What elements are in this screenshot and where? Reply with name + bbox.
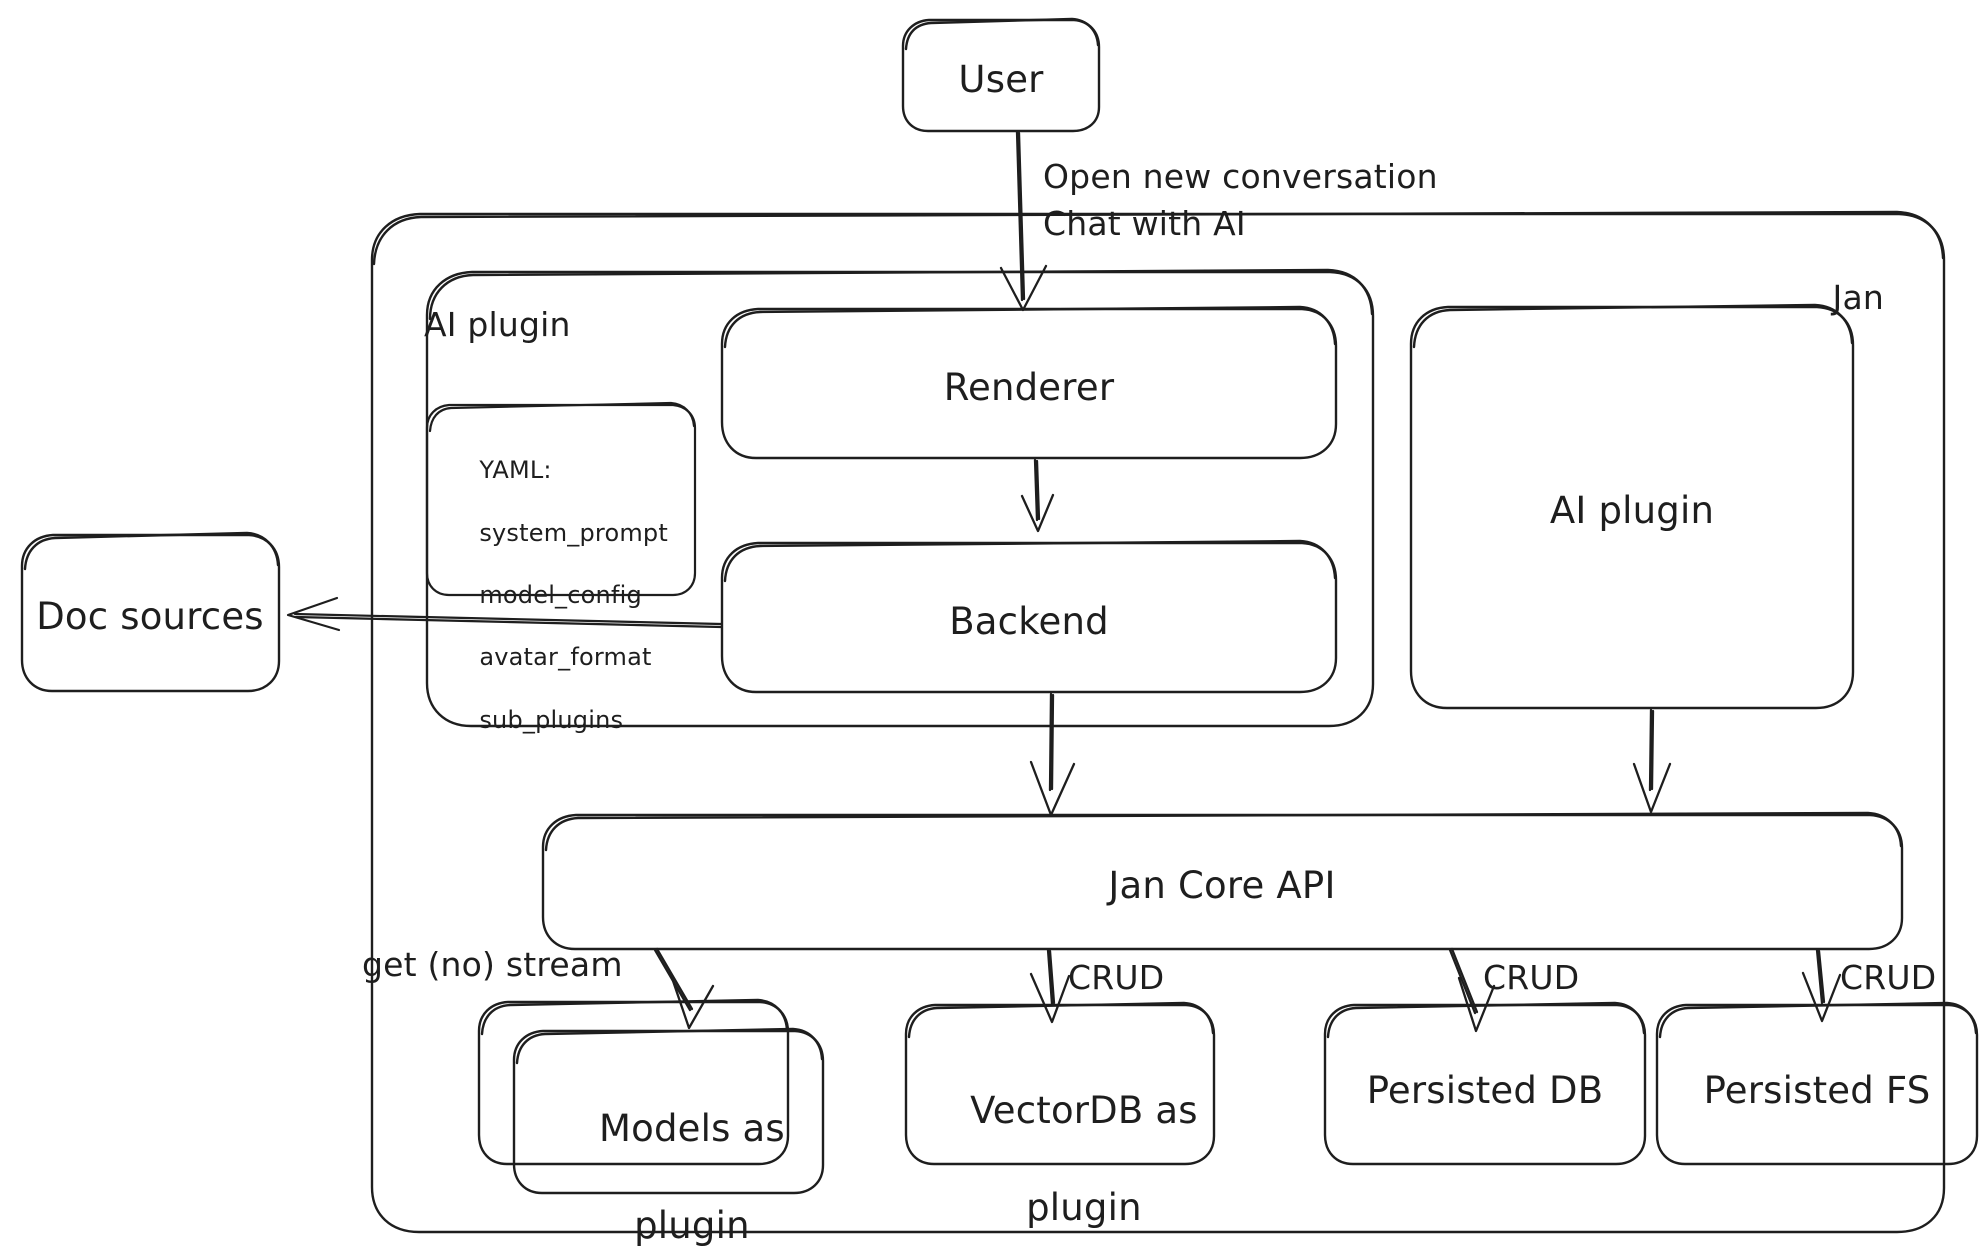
- node-vectordb-as-plugin-outline: [904, 1001, 1216, 1166]
- edge-core-to-persisted-db: [1448, 947, 1496, 1033]
- node-doc-sources-outline: [20, 531, 281, 693]
- node-persisted-fs-label: Persisted FS: [1703, 1069, 1931, 1112]
- edge-label-open-new-conversation: Open new conversation: [1043, 157, 1438, 196]
- node-models-as-plugin-outline: [477, 998, 825, 1195]
- node-models-as-plugin-label-line2: plugin: [634, 1204, 750, 1246]
- node-renderer-label: Renderer: [943, 366, 1115, 409]
- container-jan-label: Jan: [1832, 278, 1884, 317]
- edge-backend-to-core: [1029, 692, 1076, 817]
- node-vectordb-as-plugin-label-line2: plugin: [1026, 1186, 1142, 1230]
- container-ai-plugin-group-outline: [425, 268, 1375, 728]
- edge-label-crud-persisted-db: CRUD: [1483, 958, 1580, 997]
- edge-renderer-to-backend: [1020, 458, 1055, 533]
- edge-backend-to-doc-sources: [286, 596, 723, 632]
- node-user-outline: [901, 17, 1101, 133]
- edge-user-to-renderer: [999, 130, 1048, 312]
- node-persisted-db-label: Persisted DB: [1366, 1069, 1604, 1112]
- node-backend-outline: [720, 539, 1338, 694]
- node-ai-plugin-outline: [1409, 303, 1855, 710]
- edge-label-get-no-stream: get (no) stream: [362, 945, 623, 984]
- yaml-card-outline: [425, 401, 697, 597]
- edge-label-crud-persisted-fs: CRUD: [1840, 958, 1937, 997]
- edge-label-crud-vectordb: CRUD: [1068, 958, 1165, 997]
- node-vectordb-as-plugin-label-line1: VectorDB as: [970, 1088, 1198, 1132]
- edge-ai-plugin-to-core: [1632, 708, 1672, 814]
- yaml-item-system-prompt: system_prompt: [479, 518, 668, 547]
- node-ai-plugin-label: AI plugin: [1549, 489, 1715, 532]
- edge-core-to-models: [653, 947, 715, 1030]
- node-persisted-db-outline: [1323, 1001, 1647, 1166]
- yaml-item-sub-plugins: sub_plugins: [479, 705, 624, 734]
- node-jan-core-api-outline: [541, 811, 1904, 951]
- node-models-as-plugin-label-line1: Models as: [598, 1106, 785, 1150]
- yaml-item-model-config: model_config: [479, 580, 642, 609]
- edge-core-to-persisted-fs: [1801, 948, 1842, 1023]
- edge-core-to-vectordb: [1029, 948, 1071, 1024]
- node-doc-sources-label: Doc sources: [36, 595, 264, 638]
- edge-label-chat-with-ai: Chat with AI: [1043, 204, 1246, 243]
- yaml-item-avatar-format: avatar_format: [479, 643, 652, 672]
- node-renderer-outline: [720, 305, 1338, 460]
- container-jan-outline: [370, 210, 1946, 1234]
- yaml-card-heading: YAML:: [479, 456, 552, 485]
- node-backend-label: Backend: [949, 600, 1109, 643]
- node-jan-core-api-label: Jan Core API: [1108, 864, 1336, 907]
- node-user-label: User: [958, 58, 1044, 101]
- node-persisted-fs-outline: [1655, 1001, 1979, 1166]
- container-ai-plugin-group-label: AI plugin: [424, 305, 571, 344]
